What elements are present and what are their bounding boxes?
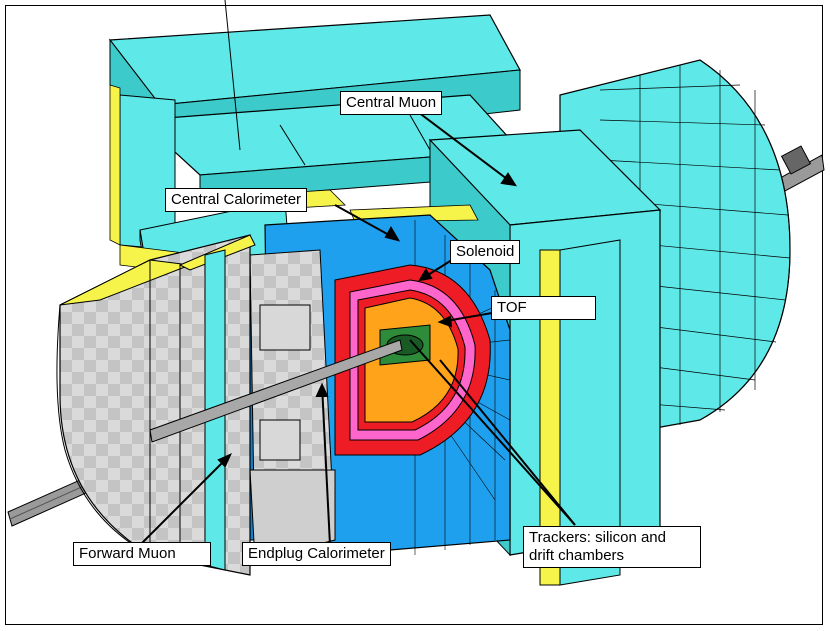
label-central-muon: Central Muon [340, 91, 443, 115]
label-trackers: Trackers: silicon and drift chambers [523, 526, 701, 568]
tracker-volume [364, 297, 459, 423]
label-endplug-calorimeter: Endplug Calorimeter [242, 542, 391, 566]
label-tof: TOF [491, 296, 596, 320]
label-solenoid: Solenoid [450, 240, 521, 264]
beam-pipe-front [149, 339, 403, 443]
label-central-calorimeter: Central Calorimeter [165, 188, 308, 212]
label-trackers-line1: Trackers: silicon and [529, 529, 666, 546]
label-trackers-line2: drift chambers [529, 547, 625, 564]
callout-arrows [139, 111, 576, 546]
endplug-structure [249, 249, 336, 561]
forward-muon-disc [56, 234, 256, 576]
label-forward-muon: Forward Muon [73, 542, 211, 566]
